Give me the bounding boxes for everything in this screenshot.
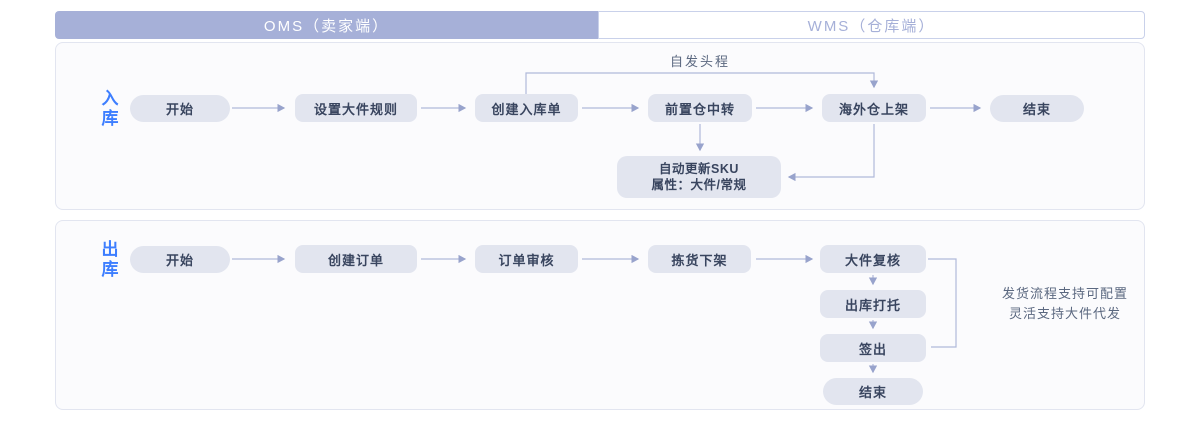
- inbound-panel: [55, 42, 1145, 210]
- node-outbound-start: 开始: [130, 246, 230, 273]
- lane-label-inbound: 入库: [101, 89, 119, 128]
- node-create-inbound-order: 创建入库单: [475, 94, 578, 122]
- node-auto-update-sku: 自动更新SKU 属性：大件/常规: [617, 156, 781, 198]
- node-large-item-recheck: 大件复核: [820, 245, 926, 273]
- node-inbound-start: 开始: [130, 95, 230, 122]
- node-checkout: 签出: [820, 334, 926, 362]
- header-wms: WMS（仓库端）: [598, 11, 1145, 39]
- shipping-annotation-line1: 发货流程支持可配置: [1001, 286, 1128, 301]
- node-create-order: 创建订单: [295, 245, 417, 273]
- node-auto-update-sku-line1: 自动更新SKU: [659, 162, 739, 176]
- header-wms-label: WMS（仓库端）: [807, 17, 936, 35]
- node-order-review: 订单审核: [475, 245, 578, 273]
- node-outbound-palletize: 出库打托: [820, 290, 926, 318]
- node-front-warehouse-transit: 前置仓中转: [648, 94, 752, 122]
- node-auto-update-sku-line2: 属性：大件/常规: [651, 178, 747, 192]
- lane-label-outbound: 出库: [101, 240, 119, 279]
- bypass-label: 自发头程: [669, 54, 730, 69]
- node-overseas-warehouse-shelving: 海外仓上架: [822, 94, 926, 122]
- node-inbound-end: 结束: [990, 95, 1084, 122]
- node-set-large-item-rules: 设置大件规则: [295, 94, 417, 122]
- shipping-annotation: 发货流程支持可配置 灵活支持大件代发: [975, 284, 1155, 324]
- header-oms: OMS（卖家端）: [55, 11, 598, 39]
- shipping-annotation-line2: 灵活支持大件代发: [1008, 306, 1121, 321]
- outbound-panel: [55, 220, 1145, 410]
- header-oms-label: OMS（卖家端）: [263, 17, 390, 35]
- node-outbound-end: 结束: [823, 378, 923, 405]
- node-picking-off-shelf: 拣货下架: [648, 245, 751, 273]
